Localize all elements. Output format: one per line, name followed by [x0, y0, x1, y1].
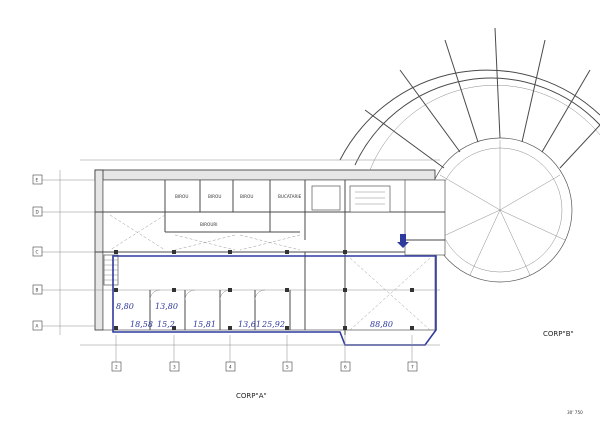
location-arrow-icon [397, 234, 409, 248]
room-label: BIROU [208, 194, 221, 199]
axis-row-label: D [36, 210, 39, 215]
room-label: BIROU [240, 194, 253, 199]
handwritten-area: 25,92 [261, 320, 285, 329]
lower-office-cells [149, 252, 431, 335]
inner-spokes [434, 140, 566, 276]
axis-row-label: B [36, 288, 39, 293]
axis-row-label: C [36, 250, 39, 255]
handwritten-area: 15,81 [193, 320, 216, 329]
axis-row-label: A [36, 324, 39, 329]
stair-left [103, 254, 119, 286]
axis-column-label: 5 [286, 365, 289, 370]
axis-column-label: 3 [173, 365, 176, 370]
column-axis-bubbles: 2 3 4 5 6 7 [111, 335, 418, 372]
handwritten-area: 8,80 [116, 302, 134, 311]
room-label: BIROURI [200, 222, 218, 227]
axis-column-label: 2 [115, 365, 118, 370]
dimension-lines [59, 159, 440, 346]
upper-room-partitions [164, 180, 391, 252]
building-label-corp-a: CORP"A" [236, 392, 267, 400]
handwritten-area: 13,80 [155, 302, 178, 311]
axis-column-label: 4 [229, 365, 232, 370]
room-label: BUCATARIE [278, 194, 302, 199]
axis-row-label: E [36, 178, 39, 183]
corner-mark: 30' 750 [567, 410, 583, 415]
handwritten-area: 18,58 [130, 320, 153, 329]
handwritten-area: 13,61 [238, 320, 261, 329]
axis-column-label: 7 [411, 365, 414, 370]
handwritten-area: 88,80 [370, 320, 393, 329]
building-label-corp-b: CORP"B" [543, 330, 574, 338]
structural-columns [114, 250, 414, 330]
corp-b-wing [339, 27, 600, 283]
dashed-structural-lines [109, 214, 301, 251]
room-label: BIROU [175, 194, 188, 199]
handwritten-area: 15,2 [157, 320, 175, 329]
radial-walls [364, 27, 600, 169]
corp-a-wing: BIROU BIROU BIROU BUCATARIE BIROURI [94, 169, 440, 335]
axis-column-label: 6 [344, 365, 347, 370]
row-axis-bubbles: E D C B A [32, 174, 95, 331]
